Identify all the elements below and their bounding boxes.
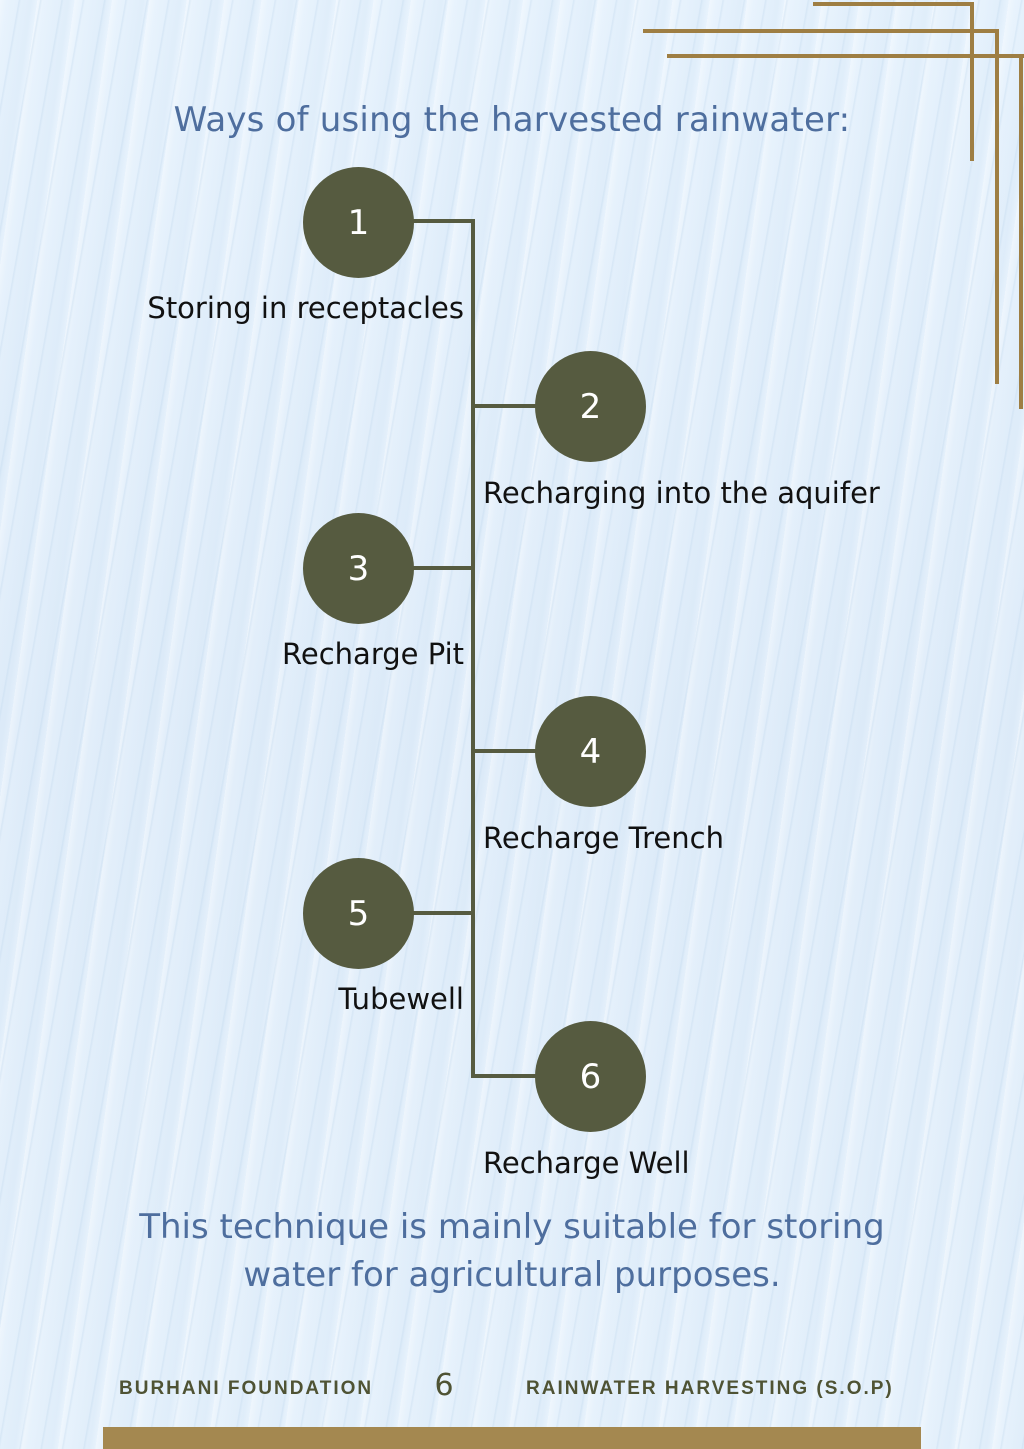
footer-organization: BURHANI FOUNDATION [119, 1378, 374, 1399]
timeline-connector [473, 1074, 537, 1078]
page-heading: Ways of using the harvested rainwater: [173, 100, 851, 140]
step-label: Recharge Well [483, 1146, 690, 1180]
step-label: Tubewell [338, 982, 464, 1016]
timeline-spine [471, 219, 475, 1078]
step-number-circle: 5 [303, 858, 414, 969]
step-number-circle: 1 [303, 167, 414, 278]
step-label: Recharge Trench [483, 821, 724, 855]
step-label: Recharging into the aquifer [483, 476, 880, 510]
technique-note: This technique is mainly suitable for st… [0, 1203, 1024, 1299]
footer-bar [103, 1427, 921, 1449]
step-number-circle: 6 [535, 1021, 646, 1132]
step-label: Storing in receptacles [147, 291, 464, 325]
timeline-connector [473, 749, 537, 753]
footer-document-title: RAINWATER HARVESTING (S.O.P) [526, 1378, 894, 1399]
timeline-connector [413, 219, 473, 223]
step-number-circle: 4 [535, 696, 646, 807]
page-number: 6 [434, 1368, 454, 1403]
timeline-connector [413, 911, 473, 915]
note-line-1: This technique is mainly suitable for st… [139, 1207, 885, 1247]
timeline-connector [473, 404, 537, 408]
timeline-connector [413, 566, 473, 570]
step-label: Recharge Pit [282, 637, 464, 671]
step-number-circle: 3 [303, 513, 414, 624]
note-line-2: water for agricultural purposes. [243, 1255, 781, 1295]
step-number-circle: 2 [535, 351, 646, 462]
